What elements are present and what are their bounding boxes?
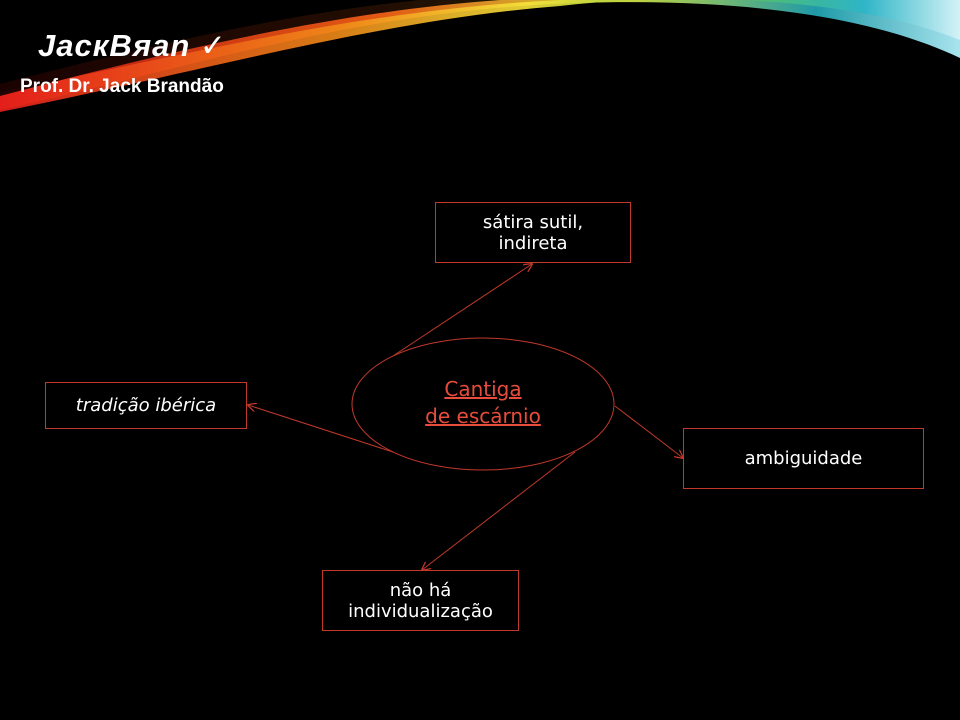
center-label[interactable]: Cantiga de escárnio xyxy=(383,376,583,430)
node-satira: sátira sutil, indireta xyxy=(435,202,631,263)
author-subtitle: Prof. Dr. Jack Brandão xyxy=(20,76,224,97)
node-ambiguidade: ambiguidade xyxy=(683,428,924,489)
center-label-line2: de escárnio xyxy=(425,404,541,428)
center-ellipse xyxy=(351,337,615,471)
node-individualizacao-line1: não há xyxy=(389,579,452,601)
connector-left xyxy=(248,405,394,453)
node-satira-line1: sátira sutil, xyxy=(482,211,584,233)
node-tradicao-label: tradição ibérica xyxy=(75,395,217,416)
center-label-line1: Cantiga xyxy=(444,377,522,401)
connector-bottom xyxy=(422,451,576,570)
node-tradicao: tradição ibérica xyxy=(45,382,247,429)
node-individualizacao-line2: individualização xyxy=(348,600,493,622)
node-satira-line2: indireta xyxy=(498,232,568,254)
connector-right xyxy=(614,405,683,458)
header-swoosh xyxy=(0,0,960,112)
node-ambiguidade-label: ambiguidade xyxy=(744,448,863,469)
connector-top xyxy=(392,264,532,357)
brand-logo: JacкBяan ✓ xyxy=(38,28,227,63)
node-individualizacao: não há individualização xyxy=(322,570,519,631)
